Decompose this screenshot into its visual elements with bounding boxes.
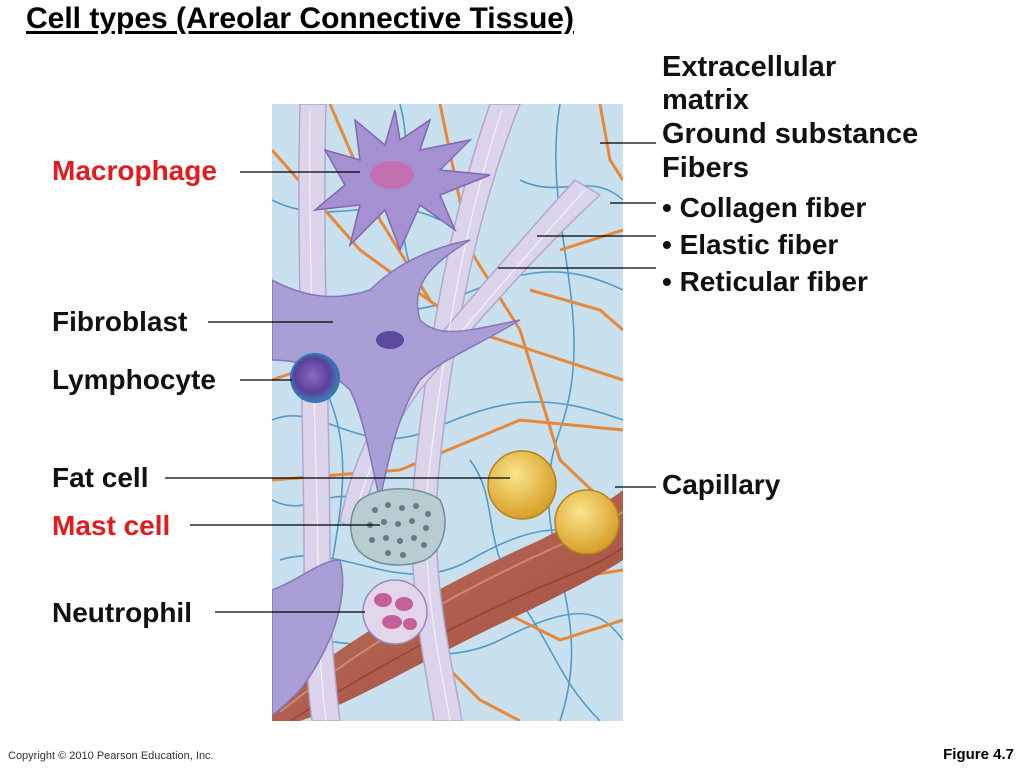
label-neutrophil: Neutrophil (52, 597, 192, 628)
label-extracellular: Extracellular (662, 51, 837, 83)
label-capillary: Capillary (662, 469, 781, 500)
neutrophil-cell (362, 579, 428, 645)
label-lymphocyte: Lymphocyte (52, 364, 216, 395)
figure-number: Figure 4.7 (943, 746, 1014, 763)
label-mast-cell: Mast cell (52, 510, 171, 541)
label-matrix: matrix (662, 84, 750, 116)
copyright-notice: Copyright © 2010 Pearson Education, Inc. (8, 750, 214, 762)
label-fibroblast: Fibroblast (52, 306, 188, 337)
label-fat-cell: Fat cell (52, 462, 149, 493)
page-title: Cell types (Areolar Connective Tissue) (26, 2, 574, 35)
fat-cell (487, 450, 557, 520)
label-reticular-fiber: • Reticular fiber (662, 266, 868, 297)
label-macrophage: Macrophage (52, 155, 217, 186)
lymphocyte-cell (290, 353, 340, 403)
label-collagen-fiber: • Collagen fiber (662, 192, 867, 223)
label-elastic-fiber: • Elastic fiber (662, 229, 839, 260)
label-fibers: Fibers (662, 152, 750, 184)
label-leader-lines (165, 142, 656, 613)
fibroblast-cell (272, 239, 521, 501)
label-ground-substance: Ground substance (662, 118, 919, 150)
capillary-vessel (272, 490, 623, 721)
